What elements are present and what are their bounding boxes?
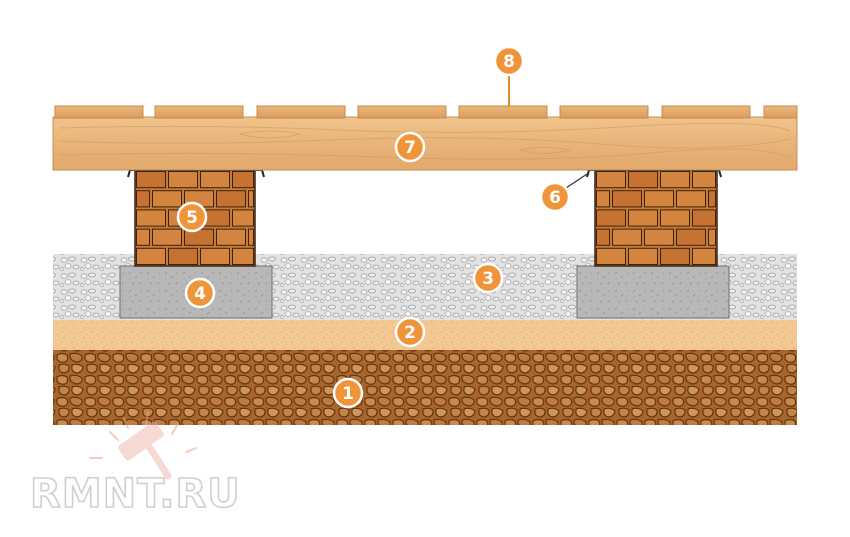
brick bbox=[596, 209, 626, 227]
floor-board bbox=[559, 105, 649, 119]
soil-layer bbox=[53, 349, 797, 425]
brick bbox=[232, 209, 254, 227]
floor-board bbox=[357, 105, 447, 119]
brick bbox=[216, 228, 246, 246]
brick bbox=[200, 171, 230, 189]
brick bbox=[596, 247, 626, 266]
marker-2-badge bbox=[394, 316, 426, 348]
floor-board bbox=[154, 105, 244, 119]
brick bbox=[168, 247, 198, 266]
floor-board bbox=[256, 105, 346, 119]
brick bbox=[136, 209, 166, 227]
marker-1-badge bbox=[332, 377, 364, 409]
brick bbox=[676, 190, 706, 208]
brick bbox=[152, 228, 182, 246]
brick bbox=[232, 247, 254, 266]
marker-3-badge bbox=[472, 262, 504, 294]
brick bbox=[612, 190, 642, 208]
markers: 1 2 3 4 5 6 7 8 bbox=[176, 45, 571, 409]
marker-7-label: 7 bbox=[404, 138, 416, 158]
brick bbox=[628, 171, 658, 189]
brick bbox=[232, 171, 254, 189]
marker-7: 7 bbox=[394, 131, 426, 163]
brick bbox=[708, 228, 716, 246]
marker-6-leader bbox=[565, 173, 588, 189]
brick bbox=[596, 228, 610, 246]
marker-1-label: 1 bbox=[342, 384, 354, 404]
marker-5-badge bbox=[176, 201, 208, 233]
brick bbox=[612, 228, 642, 246]
brick bbox=[708, 190, 716, 208]
brick bbox=[628, 247, 658, 266]
marker-8-label: 8 bbox=[503, 52, 515, 72]
marker-1: 1 bbox=[332, 377, 364, 409]
marker-5-label: 5 bbox=[186, 208, 198, 228]
brick bbox=[136, 190, 150, 208]
marker-2: 2 bbox=[394, 316, 426, 348]
concrete-footing-left bbox=[119, 265, 273, 319]
brick bbox=[660, 247, 690, 266]
floor-boards bbox=[54, 105, 798, 119]
joist-grain bbox=[59, 122, 791, 160]
watermark-logo-icon bbox=[89, 411, 197, 480]
brick bbox=[152, 190, 182, 208]
marker-6: 6 bbox=[539, 181, 571, 213]
marker-4: 4 bbox=[184, 277, 216, 309]
marker-6-label: 6 bbox=[549, 188, 561, 208]
brick bbox=[136, 171, 166, 189]
brick bbox=[644, 190, 674, 208]
brick bbox=[676, 228, 706, 246]
watermark: RMNT.RU bbox=[29, 411, 241, 518]
watermark-text: RMNT.RU bbox=[30, 471, 241, 517]
brick bbox=[628, 209, 658, 227]
brick bbox=[248, 228, 254, 246]
concrete-footing-right bbox=[576, 265, 730, 319]
marker-5: 5 bbox=[176, 201, 208, 233]
brick-pillar-right bbox=[594, 169, 718, 267]
marker-4-label: 4 bbox=[194, 284, 206, 304]
brick bbox=[216, 190, 246, 208]
brick bbox=[644, 228, 674, 246]
marker-3-label: 3 bbox=[482, 269, 494, 289]
marker-4-badge bbox=[184, 277, 216, 309]
floor-board bbox=[661, 105, 751, 119]
floor-board bbox=[763, 105, 798, 119]
brick bbox=[136, 247, 166, 266]
brick bbox=[248, 190, 254, 208]
brick bbox=[168, 171, 198, 189]
brick bbox=[596, 190, 610, 208]
brick bbox=[692, 247, 716, 266]
brick bbox=[596, 171, 626, 189]
brick bbox=[136, 228, 150, 246]
marker-8: 8 bbox=[493, 45, 525, 77]
marker-8-badge bbox=[493, 45, 525, 77]
marker-3: 3 bbox=[472, 262, 504, 294]
brick bbox=[200, 247, 230, 266]
brick bbox=[660, 209, 690, 227]
brick bbox=[660, 171, 690, 189]
marker-6-badge bbox=[539, 181, 571, 213]
floor-board bbox=[54, 105, 144, 119]
brick bbox=[692, 171, 716, 189]
marker-7-badge bbox=[394, 131, 426, 163]
marker-2-label: 2 bbox=[404, 323, 416, 343]
brick bbox=[692, 209, 716, 227]
floor-board bbox=[458, 105, 548, 119]
